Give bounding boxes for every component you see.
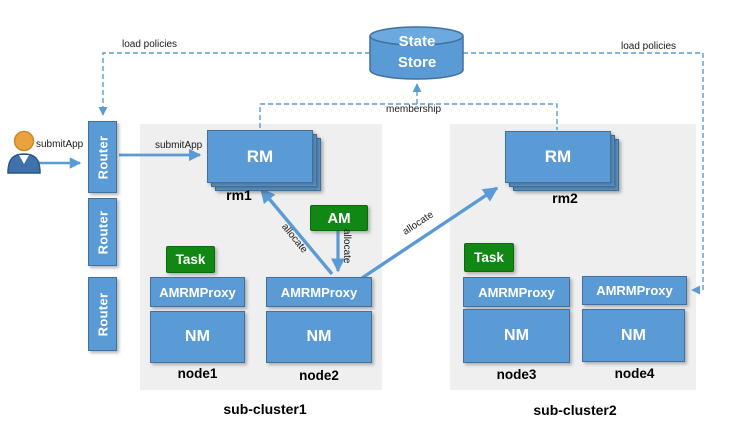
load-policies-right-label: load policies	[621, 41, 677, 52]
rm1-box: RM	[207, 130, 313, 183]
allocate-am-label: allocate	[341, 229, 352, 264]
membership-label: membership	[386, 104, 442, 115]
rm1-name-label: rm1	[226, 187, 252, 203]
task-box-node1: Task	[166, 246, 215, 273]
submitapp-router-label: submitApp	[155, 140, 203, 151]
amrmproxy-box-node1: AMRMProxy	[150, 277, 245, 307]
node3-label: node3	[496, 367, 537, 382]
nm-box-node2: NM	[266, 311, 372, 363]
node4-label: node4	[614, 366, 655, 381]
nm-box-node4: NM	[582, 309, 685, 362]
membership-connector	[259, 103, 558, 130]
rm1-stack: RM	[207, 130, 321, 191]
load-policies-left-connector	[98, 52, 370, 116]
nm-box-node1: NM	[150, 311, 245, 363]
sub-cluster1-label: sub-cluster1	[223, 401, 307, 417]
rm2-name-label: rm2	[552, 190, 578, 206]
sub-cluster2-label: sub-cluster2	[533, 402, 617, 418]
load-policies-left-label: load policies	[122, 39, 178, 50]
node2-label: node2	[299, 368, 339, 383]
load-policies-right-connector	[463, 52, 704, 295]
amrmproxy-box-node2: AMRMProxy	[266, 277, 372, 307]
nm-box-node3: NM	[463, 309, 570, 363]
router-1-label: Router	[95, 135, 111, 179]
rm2-box: RM	[505, 131, 611, 183]
router-3: Router	[88, 277, 117, 351]
router-3-label: Router	[95, 292, 111, 336]
allocate-to-rm2-arrow	[361, 186, 499, 280]
task-box-node3: Task	[464, 243, 514, 272]
router-2-label: Router	[95, 210, 111, 254]
allocate-to-rm1-arrow	[259, 187, 334, 276]
user-icon	[7, 130, 41, 174]
rm2-stack: RM	[505, 131, 619, 192]
submitapp-user-label: submitApp	[36, 139, 84, 150]
amrmproxy-box-node3: AMRMProxy	[463, 277, 570, 307]
am-box: AM	[310, 205, 368, 231]
router-2: Router	[88, 198, 117, 266]
state-store-cylinder	[369, 26, 464, 80]
node1-label: node1	[177, 366, 218, 381]
state-store-line2: Store	[397, 54, 437, 71]
amrmproxy-box-node4: AMRMProxy	[582, 276, 687, 305]
state-store-line1: State	[398, 33, 436, 50]
state-store-box: State Store	[372, 31, 462, 73]
router-1: Router	[88, 121, 117, 193]
